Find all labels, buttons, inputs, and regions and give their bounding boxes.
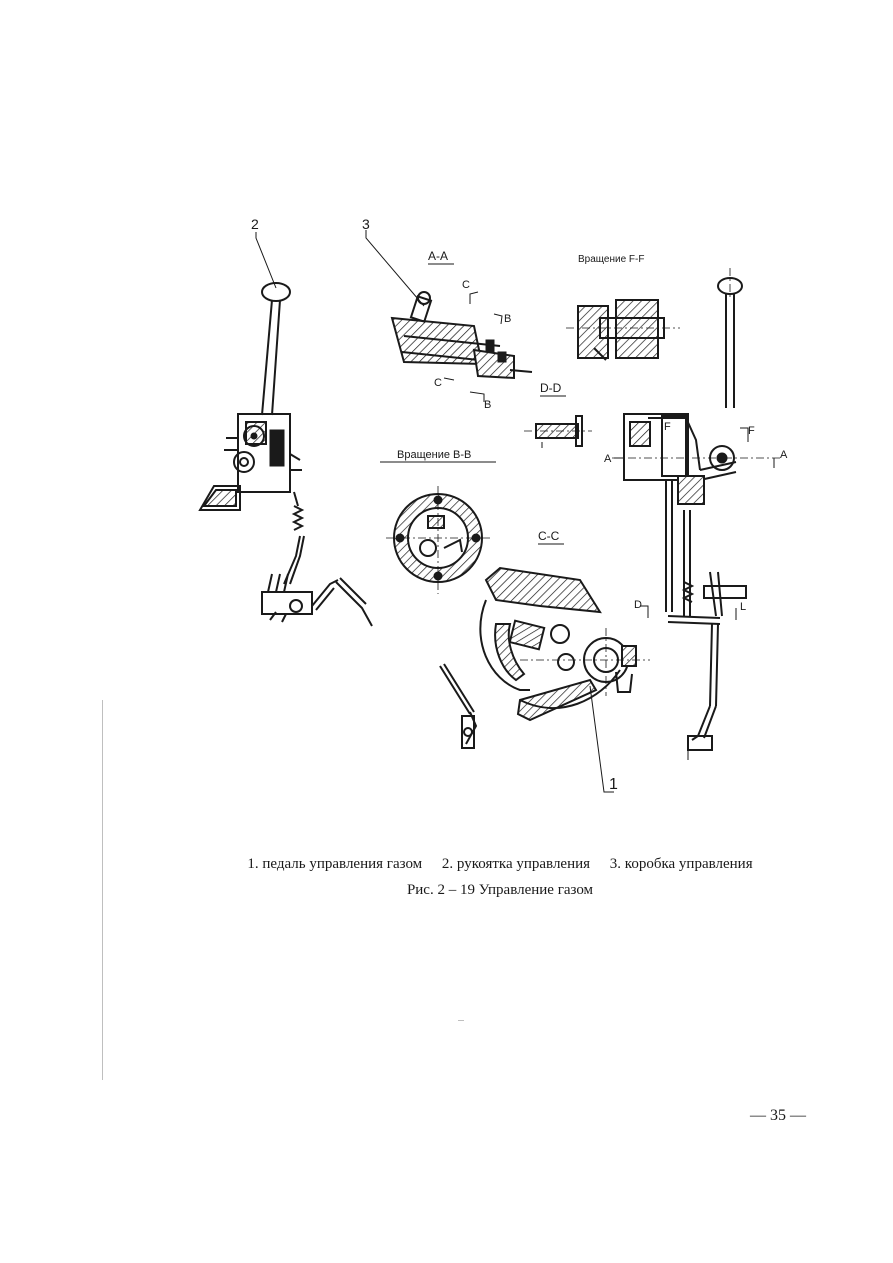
section-label-ff: Вращение F-F [578, 254, 644, 265]
left-assembly-drawing [198, 232, 373, 627]
letter-l: L [740, 601, 746, 613]
section-label-aa: A-A [428, 249, 448, 263]
section-ff-drawing [566, 299, 680, 361]
right-assembly-drawing [612, 268, 780, 760]
scan-dot-mark [458, 1020, 464, 1021]
letter-b-top: B [504, 313, 511, 325]
section-label-bb: Вращение В-В [397, 449, 471, 461]
section-bb-drawing [386, 486, 492, 594]
callout-pedal: 1 [609, 776, 618, 793]
legend-item-box: 3. коробка управления [609, 856, 753, 872]
letter-f-right: F [748, 425, 755, 437]
section-label-dd: D-D [540, 381, 562, 395]
section-dd-drawing [524, 415, 592, 448]
callout-handle: 2 [251, 216, 259, 232]
figure-caption: Рис. 2 – 19 Управление газом [406, 882, 594, 898]
letter-f-left: F [664, 421, 671, 433]
legend-item-handle: 2. рукоятка управления [441, 856, 591, 872]
scan-margin-mark [102, 700, 103, 1080]
page-number: — 35 — [750, 1107, 806, 1124]
legend-item-pedal: 1. педаль управления газом [247, 856, 423, 872]
section-cc-drawing [479, 566, 650, 793]
letter-c-bottom: C [434, 377, 442, 389]
callout-box: 3 [362, 216, 370, 232]
letter-b-bottom: B [484, 399, 491, 411]
letter-c-top: C [462, 279, 470, 291]
small-link-drawing [439, 663, 478, 749]
letter-a-left: A [604, 453, 612, 465]
figure-legend: 1. педаль управления газом 2. рукоятка у… [150, 856, 850, 873]
letter-a-right: A [780, 449, 788, 461]
section-aa-drawing [365, 230, 533, 402]
section-label-cc: C-C [538, 529, 560, 543]
letter-d: D [634, 599, 642, 611]
